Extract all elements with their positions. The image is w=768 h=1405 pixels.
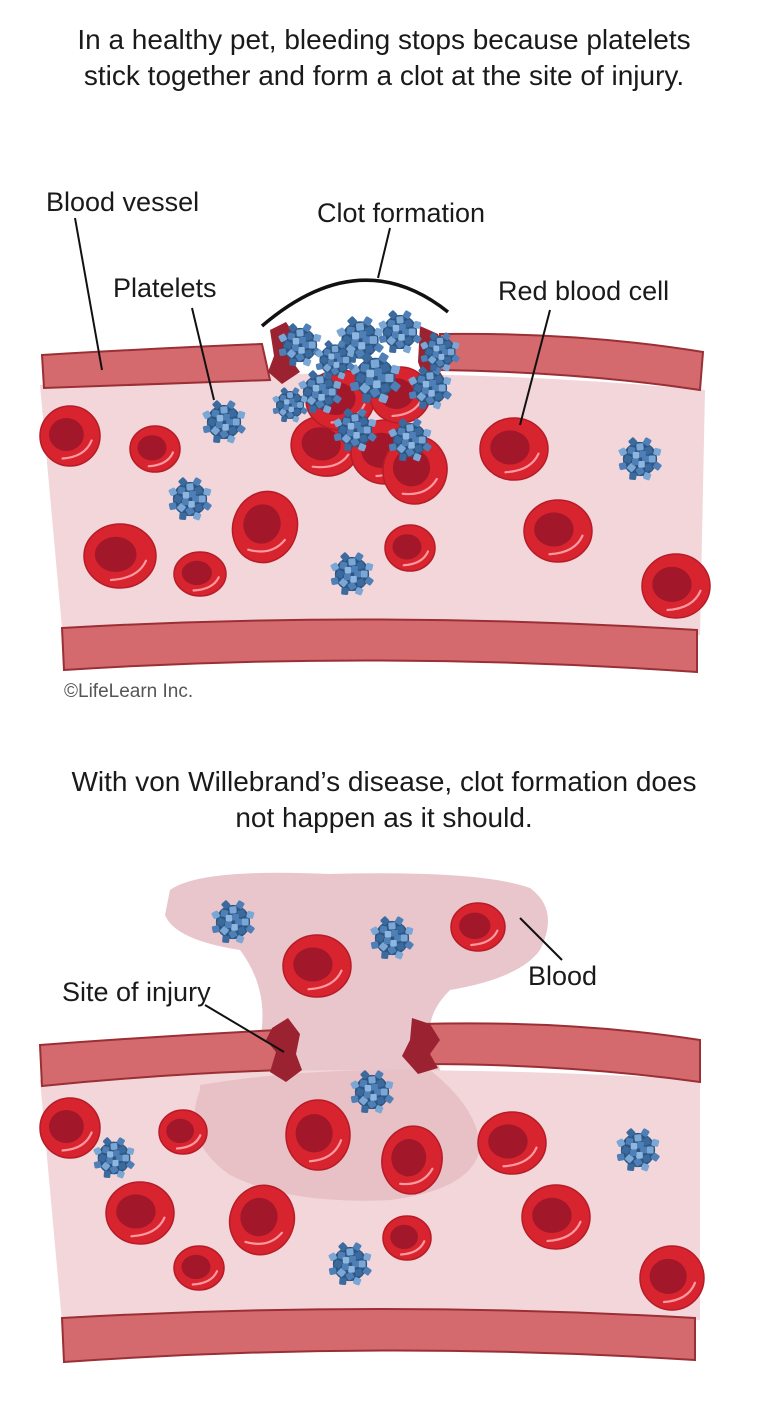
label-clot-formation: Clot formation xyxy=(317,198,485,228)
panel1-title: In a healthy pet, bleeding stops because… xyxy=(0,22,768,94)
red-blood-cell-icon xyxy=(39,405,101,467)
panel1-title-line1: In a healthy pet, bleeding stops because… xyxy=(77,24,691,55)
platelet-icon xyxy=(168,477,212,521)
platelet-icon xyxy=(278,323,322,367)
red-blood-cell-icon xyxy=(639,1245,705,1311)
leader-blood xyxy=(519,917,563,961)
red-blood-cell-icon xyxy=(129,425,181,473)
platelet-icon xyxy=(328,1242,372,1286)
platelet-icon xyxy=(333,408,377,452)
panel2-diagram: Site of injury Blood xyxy=(38,872,705,1364)
platelet-icon xyxy=(330,552,374,596)
red-blood-cell-icon xyxy=(158,1109,208,1155)
red-blood-cell-icon xyxy=(450,902,506,952)
platelet-icon xyxy=(211,900,255,944)
red-blood-cell-icon xyxy=(231,490,299,564)
red-blood-cell-icon xyxy=(105,1181,175,1245)
red-blood-cell-icon xyxy=(641,553,711,619)
platelet-icon xyxy=(272,387,308,423)
red-blood-cell-icon xyxy=(521,1184,591,1250)
label-platelets: Platelets xyxy=(113,273,217,303)
copyright: ©LifeLearn Inc. xyxy=(64,681,193,702)
red-blood-cell-icon xyxy=(381,1125,443,1195)
panel2-title-line1: With von Willebrand’s disease, clot form… xyxy=(71,766,697,797)
leader-blood-vessel xyxy=(74,217,103,371)
panel2-title: With von Willebrand’s disease, clot form… xyxy=(0,764,768,836)
leader-platelets xyxy=(191,307,215,401)
vessel1-lumen xyxy=(40,373,705,635)
platelet-icon xyxy=(349,352,401,404)
platelet-icon xyxy=(616,1128,660,1172)
red-blood-cell-icon xyxy=(285,1099,351,1171)
vessel2-bottom-wall xyxy=(60,1308,696,1364)
platelet-icon xyxy=(202,400,246,444)
platelet-icon xyxy=(315,340,355,380)
label-red-blood-cell: Red blood cell xyxy=(498,276,669,306)
platelet-icon xyxy=(420,332,460,372)
red-blood-cell-icon xyxy=(228,1184,296,1256)
wound2-left xyxy=(266,1018,302,1082)
vessel1-bottom-wall xyxy=(60,618,698,674)
platelet-icon xyxy=(350,1070,394,1114)
platelet-icon xyxy=(93,1137,135,1179)
vessel1-top-wall-right xyxy=(439,332,705,392)
red-blood-cell-icon xyxy=(173,1245,225,1291)
leader-clot xyxy=(377,227,391,279)
red-blood-cell-icon xyxy=(173,551,227,597)
red-blood-cell-icon xyxy=(382,1215,432,1261)
platelet-icon xyxy=(378,310,422,354)
leader-red-blood-cell xyxy=(519,309,551,426)
red-blood-cell-icon xyxy=(39,1097,101,1159)
vessel2-top-wall-right xyxy=(419,1022,701,1084)
red-blood-cell-icon xyxy=(523,499,593,563)
red-blood-cell-icon xyxy=(384,524,436,572)
panel1-cells xyxy=(39,310,711,619)
red-blood-cell-icon xyxy=(479,417,549,481)
leader-site-of-injury xyxy=(204,1004,285,1053)
vessel1-top-wall xyxy=(40,342,272,390)
platelet-icon xyxy=(370,916,414,960)
red-blood-cell-icon xyxy=(83,523,157,589)
red-blood-cell-icon xyxy=(477,1111,547,1175)
platelet-icon xyxy=(408,366,452,410)
panel1-title-line2: stick together and form a clot at the si… xyxy=(83,60,685,91)
panel2-title-line2: not happen as it should. xyxy=(235,802,533,833)
platelet-icon xyxy=(388,418,432,462)
platelet-icon xyxy=(298,370,342,414)
panel2-cells xyxy=(39,900,705,1311)
platelet-icon xyxy=(618,437,662,481)
red-blood-cell-icon xyxy=(282,934,352,998)
wound2-right xyxy=(402,1018,440,1074)
clot-bracket xyxy=(260,278,450,328)
label-blood: Blood xyxy=(528,961,597,991)
panel1-diagram: Blood vessel Clot formation Platelets Re… xyxy=(39,187,711,702)
label-site-of-injury: Site of injury xyxy=(62,977,211,1007)
label-blood-vessel: Blood vessel xyxy=(46,187,199,217)
